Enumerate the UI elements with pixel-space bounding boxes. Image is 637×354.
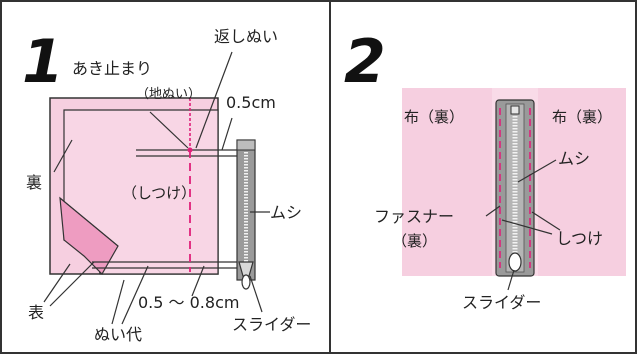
label-base-seam: （地ぬい） [136,87,201,102]
panel-2-leaders [485,159,561,291]
panel-1: 1 [22,27,311,344]
label-mushi-1: ムシ [270,203,302,222]
label-05cm: 0.5cm [226,93,276,112]
leader-omote-b [49,261,95,307]
zipper-top-stop-2 [510,105,520,115]
zipper-2 [495,99,535,277]
label-allowance: ぬい代 [94,325,142,344]
label-basting-1: （しつけ） [122,184,196,202]
leader-05 [221,117,233,151]
zipper-slider-2 [508,252,522,272]
leader-slider [249,275,263,313]
label-backstitch: 返しぬい [214,27,278,46]
label-slider-1: スライダー [232,315,311,334]
label-mushi-2: ムシ [558,149,590,168]
leader-basting-b [531,211,561,231]
label-stop: あき止まり [72,59,152,78]
label-cloth-right: 布（裏） [552,108,612,126]
label-ura: 裏 [26,173,42,192]
zipper-pull [241,274,251,290]
leader-mushi-2 [517,159,557,183]
label-cloth-left: 布（裏） [404,108,464,126]
leader-stop [149,111,189,149]
label-range: 0.5 ～ 0.8cm [138,293,239,312]
label-basting-2: しつけ [556,229,603,248]
leader-allowance-a [111,279,125,325]
label-fastener-back: （裏） [392,232,437,250]
leader-allowance-b [121,265,149,325]
label-slider-2: スライダー [462,293,541,312]
label-fastener: ファスナー [374,207,454,226]
leader-omote-a [43,263,71,303]
leader-fastener [485,205,501,217]
leader-slider-2 [507,269,515,291]
leader-ura [53,139,73,173]
leader-range [191,265,205,297]
leader-backstitch [195,51,233,149]
leader-basting-a [501,219,553,235]
zipper-1 [236,139,256,290]
step-number-2: 2 [344,27,386,97]
step-number-1: 1 [22,27,64,97]
fabric-fold-edge [59,197,119,247]
stop-point-marker [187,147,193,153]
panel-1-leaders [43,51,270,325]
zipper-tape-top [236,139,256,151]
zipper-slider [238,261,254,277]
label-omote: 表 [28,303,44,322]
panel-2: 2 布（裏） 布（裏） ムシ ファスナー （裏） しつけ スライダー [344,27,626,312]
